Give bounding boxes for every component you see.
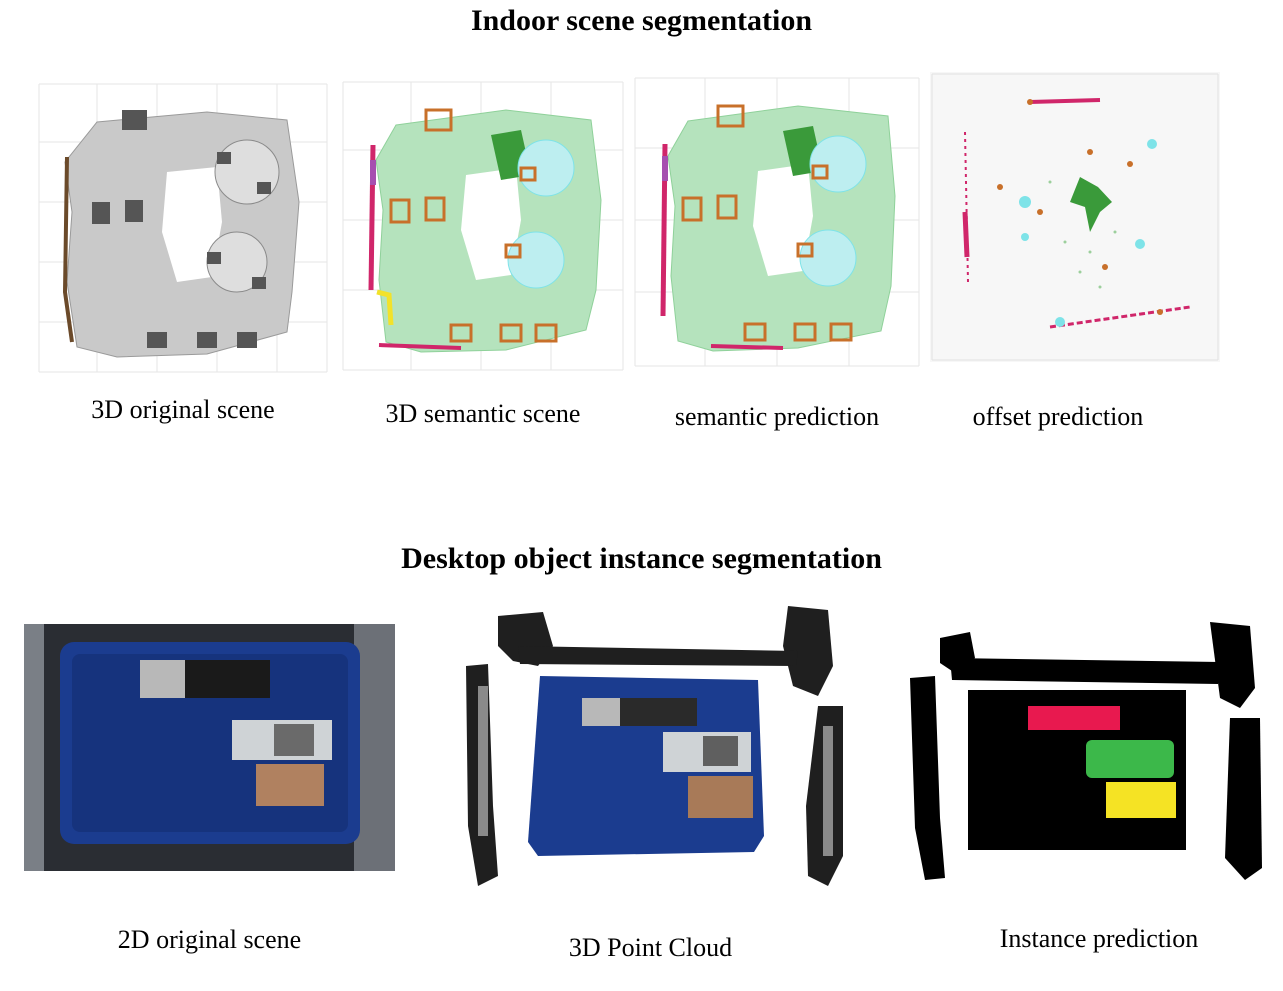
panel-2d-original-scene: [24, 624, 395, 871]
3d-point-cloud-image: [458, 606, 860, 896]
offset-prediction-image: [930, 72, 1220, 362]
semantic-prediction-image: [633, 76, 921, 368]
2d-original-scene-image: [24, 624, 395, 871]
panel-3d-original-scene: [37, 82, 329, 374]
panel-semantic-prediction: [633, 76, 921, 368]
panel-3d-point-cloud: [458, 606, 860, 896]
bottom-section-title: Desktop object instance segmentation: [401, 542, 882, 575]
top-section-title: Indoor scene segmentation: [470, 4, 813, 37]
panel-offset-prediction: [930, 72, 1220, 362]
instance-prediction-image: [910, 618, 1266, 888]
caption-2d-original-scene: 2D original scene: [117, 925, 302, 954]
caption-3d-point-cloud: 3D Point Cloud: [568, 933, 733, 962]
caption-3d-semantic-scene: 3D semantic scene: [385, 399, 581, 428]
caption-offset-prediction: offset prediction: [972, 402, 1144, 431]
panel-instance-prediction: [910, 618, 1266, 888]
caption-3d-original-scene: 3D original scene: [91, 395, 275, 424]
3d-original-scene-image: [37, 82, 329, 374]
panel-3d-semantic-scene: [341, 80, 625, 372]
caption-instance-prediction: Instance prediction: [999, 924, 1199, 953]
caption-semantic-prediction: semantic prediction: [674, 402, 880, 431]
3d-semantic-scene-image: [341, 80, 625, 372]
